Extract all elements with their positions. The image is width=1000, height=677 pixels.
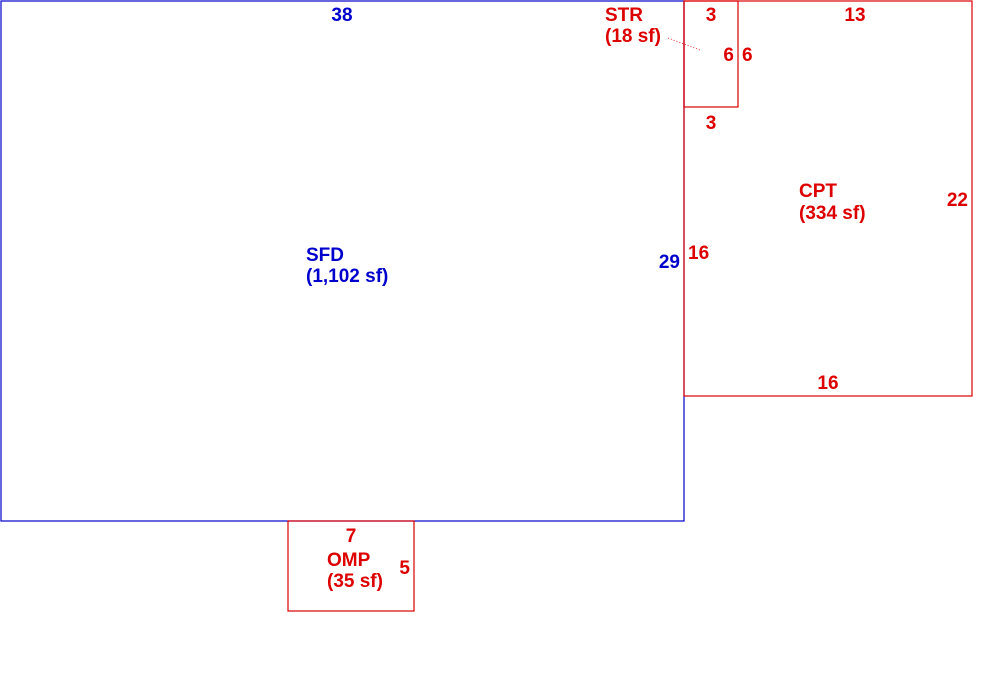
cpt-area-label: (334 sf): [799, 203, 866, 224]
cpt-left-dimension: 16: [688, 243, 709, 264]
str-bottom-dimension: 3: [706, 113, 717, 134]
omp-right-dimension: 5: [399, 558, 410, 579]
cpt-outline: [683, 0, 973, 397]
cpt-top-dimension: 13: [844, 5, 865, 26]
cpt-code-label: CPT: [799, 181, 837, 202]
omp-code-label: OMP: [327, 550, 371, 571]
str-right-dimension: 6: [742, 45, 753, 66]
str-outline: [683, 0, 739, 108]
str-left-dimension: 6: [723, 45, 734, 66]
str-code-label: STR: [605, 5, 643, 26]
sfd-top-dimension: 38: [331, 5, 352, 26]
str-area-label: (18 sf): [605, 26, 661, 47]
omp-outline: [287, 520, 415, 612]
sfd-code-label: SFD: [306, 245, 344, 266]
sfd-right-dimension: 29: [659, 252, 680, 273]
cpt-right-dimension: 22: [947, 190, 968, 211]
cpt-bottom-dimension: 16: [817, 373, 838, 394]
omp-area-label: (35 sf): [327, 571, 383, 592]
str-top-dimension: 3: [706, 5, 717, 26]
omp-top-dimension: 7: [346, 526, 357, 547]
sfd-area-label: (1,102 sf): [306, 266, 388, 287]
